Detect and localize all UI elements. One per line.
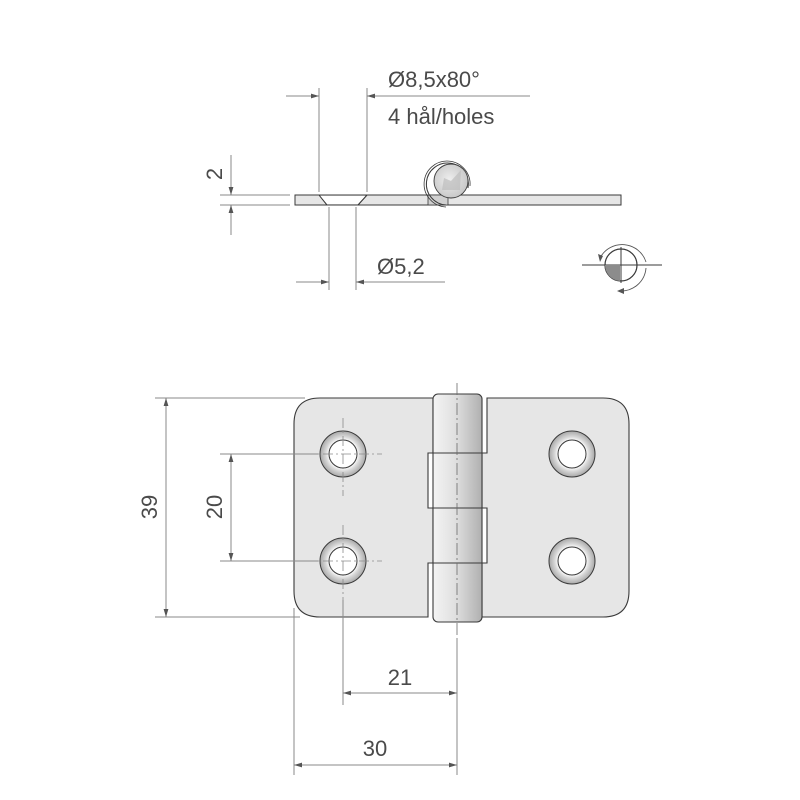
left-leaf (293, 397, 434, 618)
height-label: 39 (137, 495, 162, 519)
knuckle-section-hatch (442, 170, 461, 190)
countersink-label: Ø8,5x80° (388, 67, 480, 92)
front-dimensions: 39 20 21 30 (137, 397, 458, 775)
thickness-label: 2 (202, 168, 227, 180)
hole-diameter-label: Ø5,2 (377, 254, 425, 279)
hole-bottom-right (548, 537, 596, 585)
side-knuckle (423, 160, 471, 208)
holes-label: 4 hål/holes (388, 104, 494, 129)
projection-symbol-icon (582, 244, 662, 294)
front-view (293, 383, 630, 640)
hole-centerlines (305, 418, 382, 600)
hole-spacing-label: 20 (202, 495, 227, 519)
hole-top-right (548, 430, 596, 478)
hole-to-pin-label: 21 (388, 665, 412, 690)
right-leaf (481, 397, 630, 618)
leaf-width-label: 30 (363, 736, 387, 761)
side-view: Ø8,5x80° 4 hål/holes 2 Ø5,2 (202, 67, 622, 290)
